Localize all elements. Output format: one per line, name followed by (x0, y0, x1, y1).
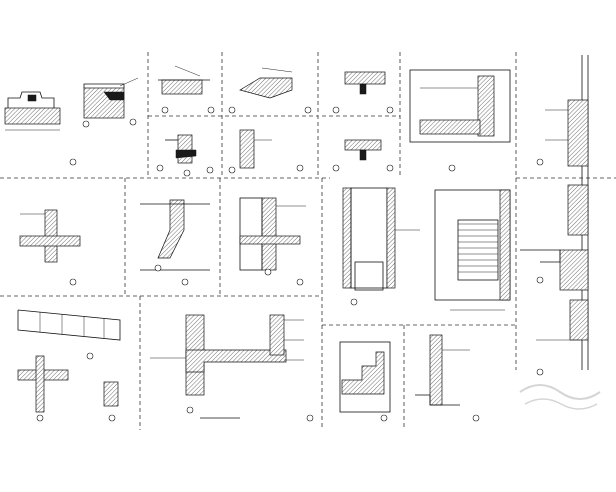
section-marker-icon (69, 158, 77, 166)
section-marker-icon (82, 120, 90, 128)
panel-6-wall-junction (19, 209, 81, 286)
panel-9-section-elevation (342, 187, 420, 306)
panel-12-canopy-section (150, 314, 314, 422)
panel-14-wall-detail (415, 334, 480, 422)
panel-11-railing-detail (17, 309, 121, 422)
panel-3-column-details (156, 129, 394, 177)
watermark-logo (519, 384, 601, 410)
panel-13-step-detail (339, 341, 391, 422)
panel-8-wall-section (239, 197, 306, 286)
panel-5-wall-elevation (520, 55, 589, 376)
section-marker-icon (129, 118, 137, 126)
panel-7-stepped-section (140, 199, 210, 286)
panel-2-small-details (158, 65, 394, 114)
panel-1-curb-sections (4, 77, 139, 166)
panel-dividers (0, 52, 616, 430)
panel-10-stair-section (434, 189, 511, 311)
panel-4-opening-plan (409, 69, 511, 172)
